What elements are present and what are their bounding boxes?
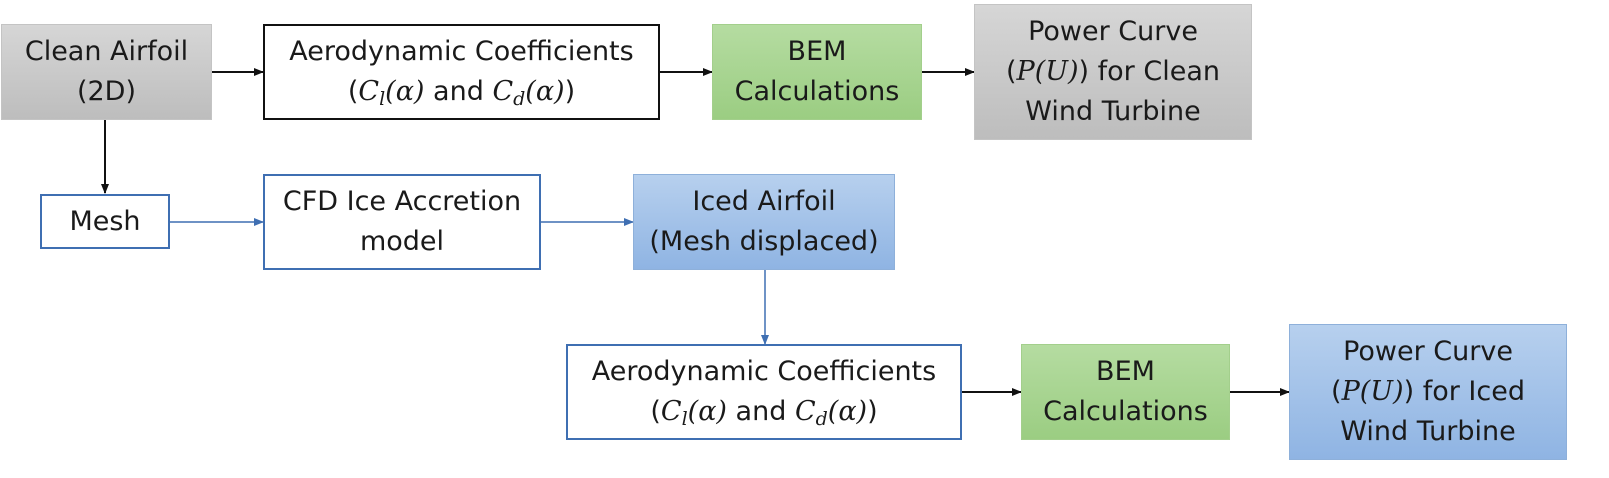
node-label: Clean Airfoil <box>24 36 189 67</box>
node-formula: (P(U)) for Iced <box>1331 376 1525 407</box>
node-bem-bottom: BEM Calculations <box>1021 344 1230 440</box>
node-label: Wind Turbine <box>1340 416 1516 447</box>
node-label: CFD Ice Accretion <box>282 186 522 217</box>
node-cfd-ice-accretion: CFD Ice Accretion model <box>263 174 541 270</box>
node-label: BEM <box>1096 356 1155 387</box>
node-label: Calculations <box>1043 396 1208 427</box>
node-label: Aerodynamic Coefficients <box>591 356 937 387</box>
node-label: Power Curve <box>1343 336 1513 367</box>
node-power-curve-clean: Power Curve (P(U)) for Clean Wind Turbin… <box>974 4 1252 140</box>
node-label: (2D) <box>76 76 137 107</box>
node-formula: (P(U)) for Clean <box>1005 56 1220 87</box>
node-label: model <box>359 226 445 257</box>
node-label: Power Curve <box>1028 16 1198 47</box>
node-iced-airfoil: Iced Airfoil (Mesh displaced) <box>633 174 895 270</box>
node-aero-coefficients-bottom: Aerodynamic Coefficients (Cl(α) and Cd(α… <box>566 344 962 440</box>
node-label: BEM <box>787 36 847 67</box>
node-mesh: Mesh <box>40 194 170 249</box>
node-label: Wind Turbine <box>1025 96 1201 127</box>
node-formula: (Cl(α) and Cd(α)) <box>650 396 878 430</box>
node-power-curve-iced: Power Curve (P(U)) for Iced Wind Turbine <box>1289 324 1567 460</box>
node-label: Iced Airfoil <box>692 186 836 217</box>
node-formula: (Cl(α) and Cd(α)) <box>347 76 576 110</box>
node-label: Calculations <box>734 76 900 107</box>
node-clean-airfoil: Clean Airfoil (2D) <box>1 24 212 120</box>
node-label: Aerodynamic Coefficients <box>289 36 634 67</box>
node-aero-coefficients-top: Aerodynamic Coefficients (Cl(α) and Cd(α… <box>263 24 660 120</box>
node-bem-top: BEM Calculations <box>712 24 922 120</box>
node-label: (Mesh displaced) <box>649 226 879 257</box>
node-label: Mesh <box>69 205 141 237</box>
